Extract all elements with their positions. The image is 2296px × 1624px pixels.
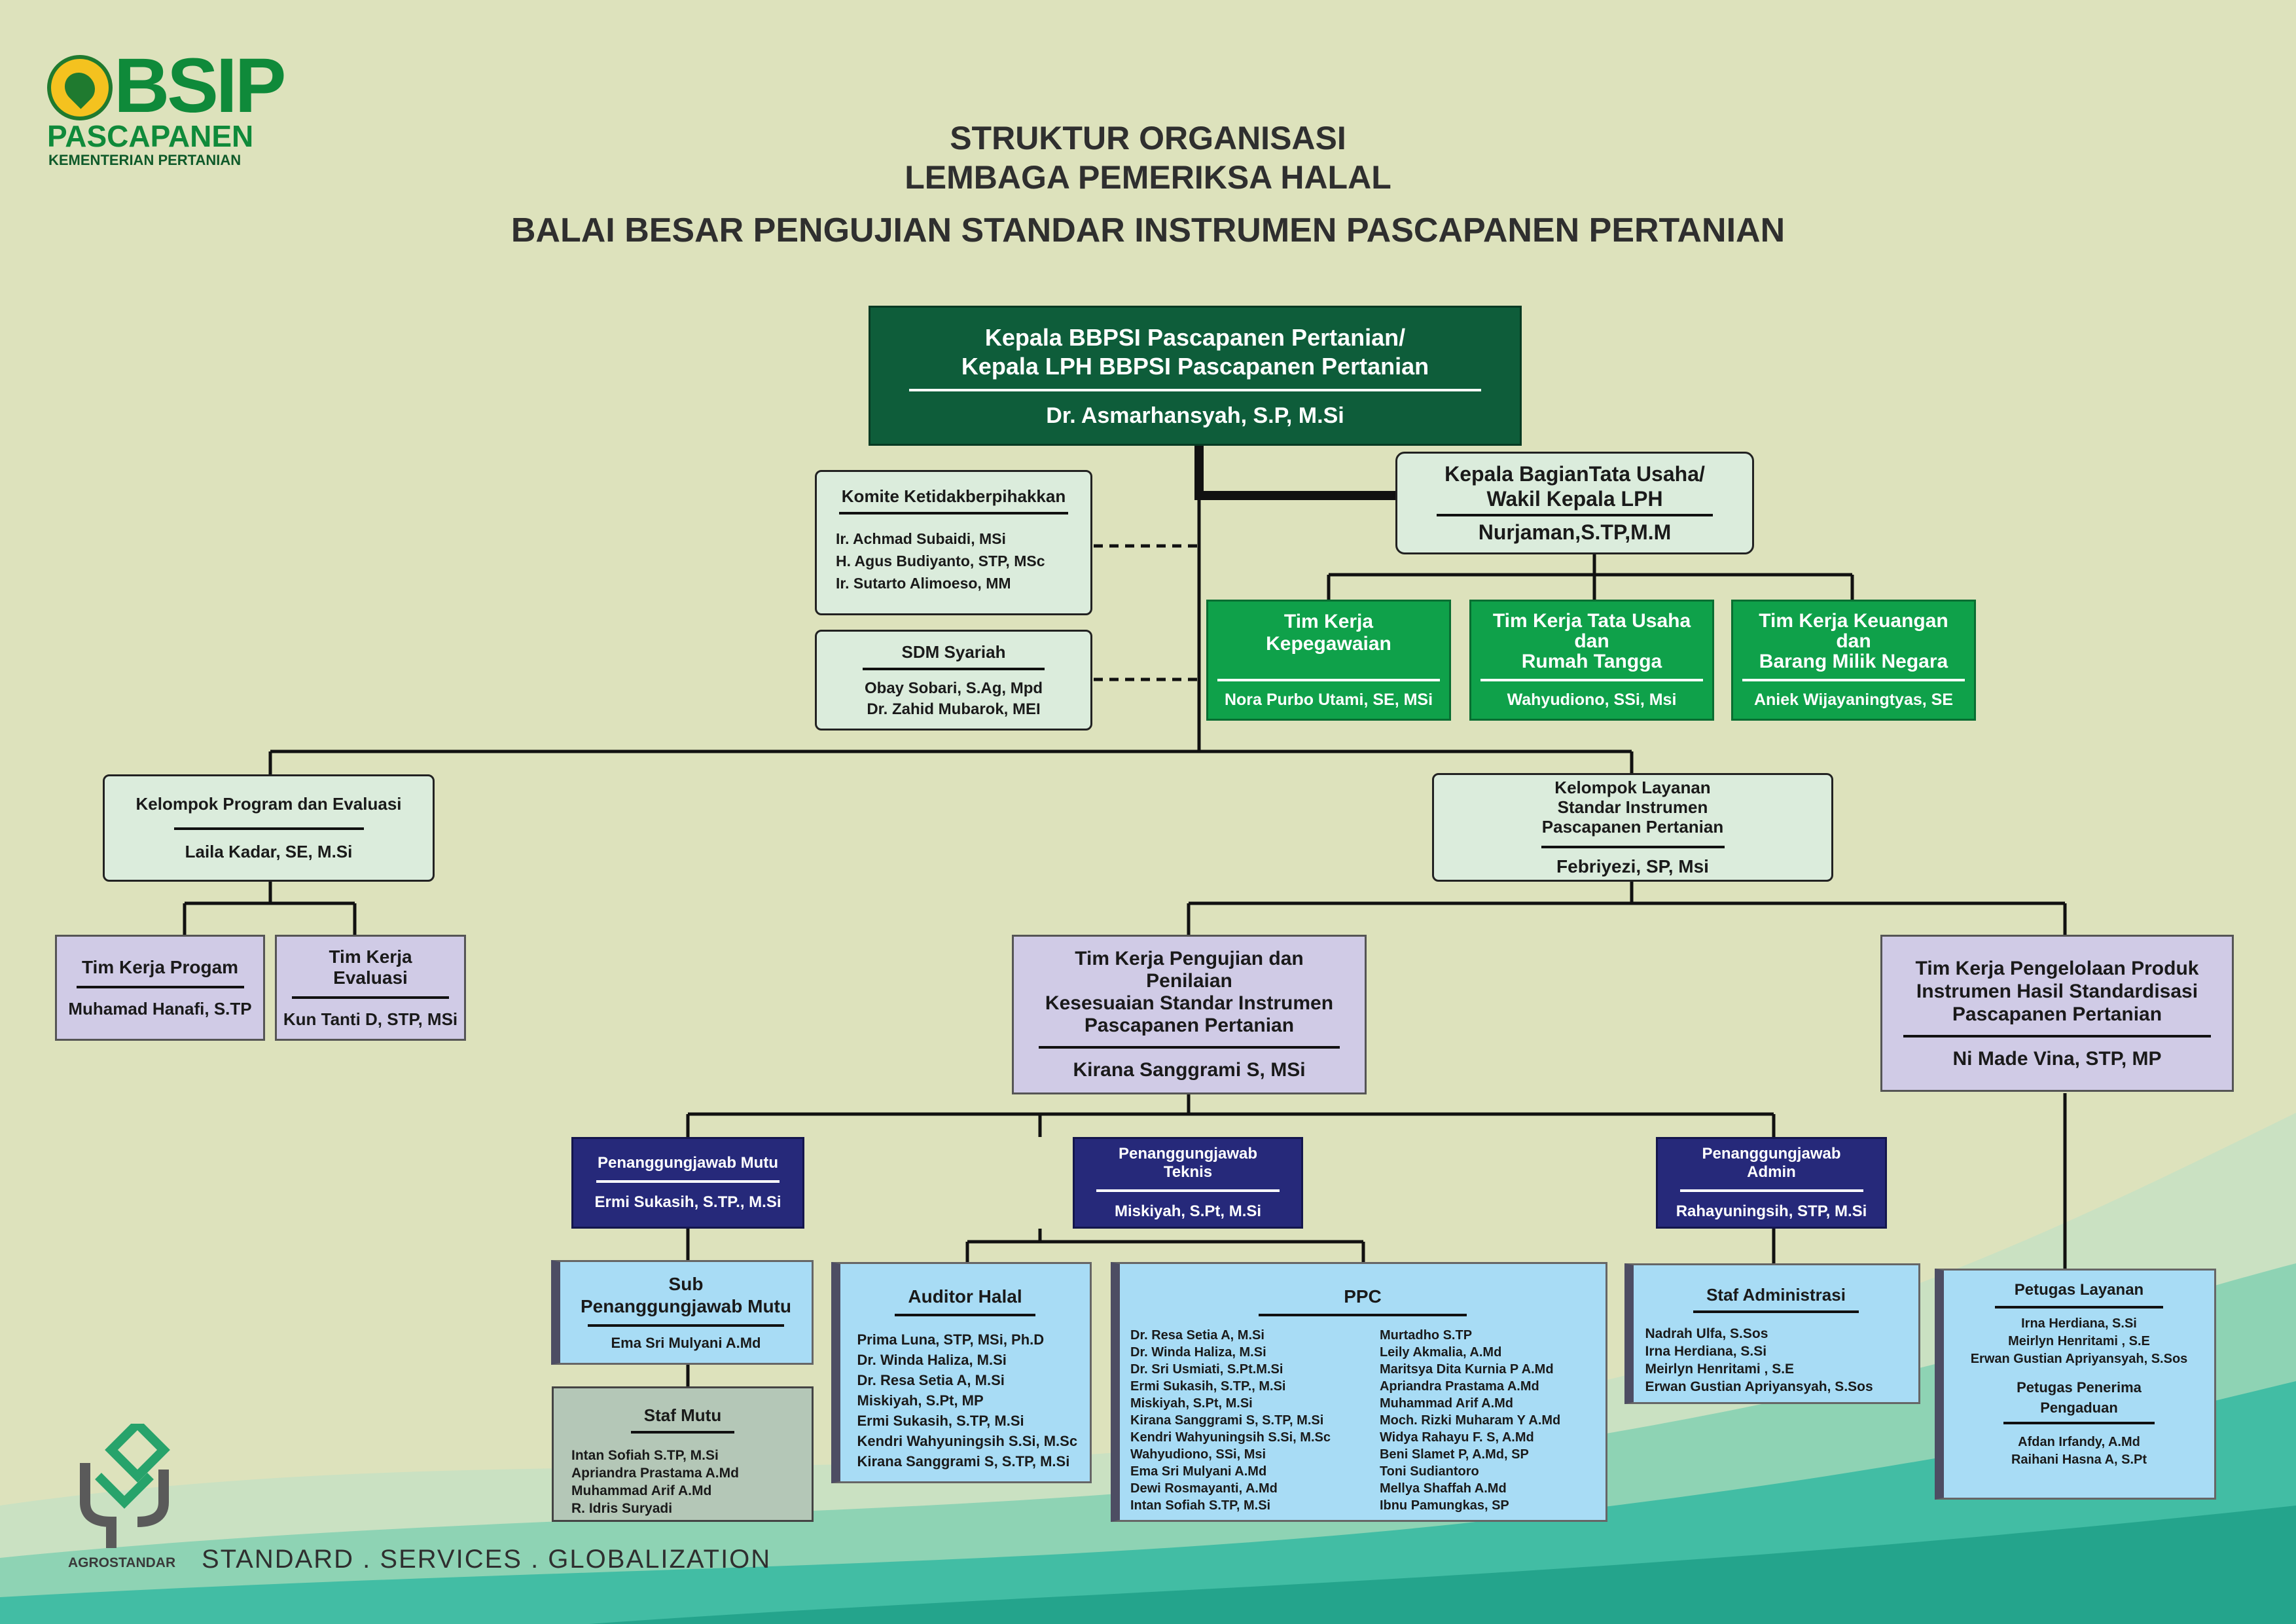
list-item: H. Agus Budiyanto, STP, MSc (836, 552, 1045, 569)
deputy-title: Kepala BagianTata Usaha/ Wakil Kepala LP… (1437, 461, 1713, 516)
footer-tagline: STANDARD . SERVICES . GLOBALIZATION (202, 1545, 772, 1574)
list-item: Intan Sofiah S.TP, M.Si (571, 1448, 719, 1463)
tim-kerja-pengujian: Tim Kerja Pengujian dan Penilaian Kesesu… (1012, 935, 1367, 1094)
ppc-box: PPC Dr. Resa Setia A, M.Si Dr. Winda Hal… (1111, 1262, 1607, 1522)
list-item: Ir. Sutarto Alimoeso, MM (836, 575, 1011, 592)
list-item: Widya Rahayu F. S, A.Md (1379, 1430, 1534, 1445)
list-item: Apriandra Prastama A.Md (1379, 1379, 1539, 1394)
brand-name: BSIP (114, 43, 286, 129)
auditor-halal: Auditor Halal Prima Luna, STP, MSi, Ph.D… (831, 1262, 1092, 1483)
tim-kerja-progam: Tim Kerja Progam Muhamad Hanafi, S.TP (55, 935, 265, 1041)
list-item: Murtadho S.TP (1379, 1328, 1473, 1343)
list-item: Ermi Sukasih, S.TP., M.Si (1130, 1379, 1286, 1394)
sdm-title: SDM Syariah (862, 642, 1045, 670)
sdm-syariah-box: SDM Syariah Obay Sobari, S.Ag, Mpd Dr. Z… (815, 630, 1092, 731)
list-item: Dr. Sri Usmiati, S.Pt.M.Si (1130, 1362, 1283, 1377)
list-item: Dr. Winda Haliza, M.Si (1130, 1345, 1266, 1360)
komite-box: Komite Ketidakberpihakkan Ir. Achmad Sub… (815, 470, 1092, 615)
list-item: Mellya Shaffah A.Md (1379, 1481, 1507, 1496)
list-item: Kendri Wahyuningsih S.Si, M.Sc (1130, 1430, 1331, 1445)
list-item: Raihani Hasna A, S.Pt (2011, 1453, 2147, 1467)
brand-ministry: KEMENTERIAN PERTANIAN (48, 152, 242, 168)
list-item: Beni Slamet P, A.Md, SP (1379, 1447, 1529, 1462)
list-item: Ir. Achmad Subaidi, MSi (836, 530, 1006, 547)
list-item: Dr. Resa Setia A, M.Si (857, 1372, 1005, 1388)
list-item: Meirlyn Henritami , S.E (2008, 1334, 2150, 1348)
head-box: Kepala BBPSI Pascapanen Pertanian/ Kepal… (869, 306, 1522, 446)
list-item: Afdan Irfandy, A.Md (2018, 1435, 2140, 1449)
list-item: Ema Sri Mulyani A.Md (1130, 1464, 1267, 1479)
list-item: Irna Herdiana, S.Si (2021, 1316, 2137, 1331)
team-kepegawaian: Tim Kerja Kepegawaian Nora Purbo Utami, … (1206, 600, 1451, 721)
list-item: Kendri Wahyuningsih S.Si, M.Sc (857, 1433, 1078, 1449)
list-item: Toni Sudiantoro (1379, 1464, 1479, 1479)
sdm-member: Obay Sobari, S.Ag, Mpd (864, 679, 1043, 697)
staf-mutu: Staf Mutu Intan Sofiah S.TP, M.Si Aprian… (552, 1386, 814, 1522)
list-item: Erwan Gustian Apriyansyah, S.Sos (1970, 1352, 2188, 1366)
footer-brand: AGROSTANDAR (68, 1555, 176, 1570)
list-item: Miskiyah, S.Pt, M.Si (1130, 1396, 1253, 1411)
list-item: Maritsya Dita Kurnia P A.Md (1379, 1362, 1554, 1377)
deputy-name: Nurjaman,S.TP,M.M (1478, 520, 1672, 544)
bsip-emblem-icon (47, 55, 113, 120)
list-item: Miskiyah, S.Pt, MP (857, 1392, 984, 1409)
kelompok-layanan-standar: Kelompok Layanan Standar Instrumen Pasca… (1432, 773, 1833, 882)
list-item: Dr. Winda Haliza, M.Si (857, 1352, 1007, 1368)
list-item: Ermi Sukasih, S.TP, M.Si (857, 1413, 1024, 1429)
staf-administrasi: Staf Administrasi Nadrah Ulfa, S.Sos Irn… (1624, 1263, 1920, 1404)
list-item: Muhammad Arif A.Md (1379, 1396, 1514, 1411)
tim-kerja-pengelolaan: Tim Kerja Pengelolaan Produk Instrumen H… (1880, 935, 2234, 1092)
list-item: Irna Herdiana, S.Si (1645, 1344, 1767, 1359)
list-item: Erwan Gustian Apriyansyah, S.Sos (1645, 1379, 1873, 1394)
penanggungjawab-mutu: Penanggungjawab Mutu Ermi Sukasih, S.TP.… (571, 1137, 804, 1229)
institution-title: BALAI BESAR PENGUJIAN STANDAR INSTRUMEN … (511, 211, 1785, 249)
penanggungjawab-admin: Penanggungjawab Admin Rahayuningsih, STP… (1656, 1137, 1887, 1229)
brand-unit: PASCAPANEN (47, 119, 254, 153)
sdm-member: Dr. Zahid Mubarok, MEI (867, 700, 1041, 718)
list-item: Apriandra Prastama A.Md (571, 1466, 739, 1481)
head-name: Dr. Asmarhansyah, S.P, M.Si (1046, 403, 1344, 428)
list-item: Meirlyn Henritami , S.E (1645, 1362, 1795, 1377)
kelompok-program-evaluasi: Kelompok Program dan Evaluasi Laila Kada… (103, 774, 435, 882)
list-item: Dr. Resa Setia A, M.Si (1130, 1328, 1265, 1343)
list-item: Moch. Rizki Muharam Y A.Md (1379, 1413, 1561, 1428)
head-title: Kepala BBPSI Pascapanen Pertanian/ Kepal… (908, 323, 1482, 391)
list-item: Dewi Rosmayanti, A.Md (1130, 1481, 1278, 1496)
list-item: R. Idris Suryadi (571, 1501, 673, 1516)
petugas-layanan: Petugas Layanan Irna Herdiana, S.Si Meir… (1935, 1269, 2216, 1500)
komite-title: Komite Ketidakberpihakkan (838, 486, 1069, 514)
bsip-logo: BSIP PASCAPANEN KEMENTERIAN PERTANIAN (47, 43, 286, 168)
penanggungjawab-teknis: Penanggungjawab Teknis Miskiyah, S.Pt, M… (1073, 1137, 1303, 1229)
sub-penanggungjawab-mutu: Sub Penanggungjawab Mutu Ema Sri Mulyani… (551, 1260, 814, 1365)
page-subtitle: LEMBAGA PEMERIKSA HALAL (905, 159, 1391, 196)
team-keuangan: Tim Kerja Keuangan dan Barang Milik Nega… (1731, 600, 1976, 721)
list-item: Ibnu Pamungkas, SP (1379, 1498, 1509, 1513)
komite-members: Ir. Achmad Subaidi, MSi H. Agus Budiyant… (836, 528, 1071, 594)
page-title: STRUKTUR ORGANISASI (950, 120, 1346, 156)
list-item: Muhammad Arif A.Md (571, 1483, 712, 1498)
deputy-box: Kepala BagianTata Usaha/ Wakil Kepala LP… (1395, 452, 1754, 554)
team-tata-usaha: Tim Kerja Tata Usaha dan Rumah Tangga Wa… (1469, 600, 1714, 721)
list-item: Intan Sofiah S.TP, M.Si (1130, 1498, 1271, 1513)
list-item: Kirana Sanggrami S, S.TP, M.Si (1130, 1413, 1324, 1428)
list-item: Nadrah Ulfa, S.Sos (1645, 1326, 1768, 1341)
list-item: Wahyudiono, SSi, Msi (1130, 1447, 1266, 1462)
list-item: Leily Akmalia, A.Md (1379, 1345, 1502, 1360)
list-item: Kirana Sanggrami S, S.TP, M.Si (857, 1453, 1070, 1470)
tim-kerja-evaluasi: Tim Kerja Evaluasi Kun Tanti D, STP, MSi (275, 935, 466, 1041)
agrostandar-logo-icon (72, 1417, 177, 1555)
list-item: Prima Luna, STP, MSi, Ph.D (857, 1331, 1045, 1348)
